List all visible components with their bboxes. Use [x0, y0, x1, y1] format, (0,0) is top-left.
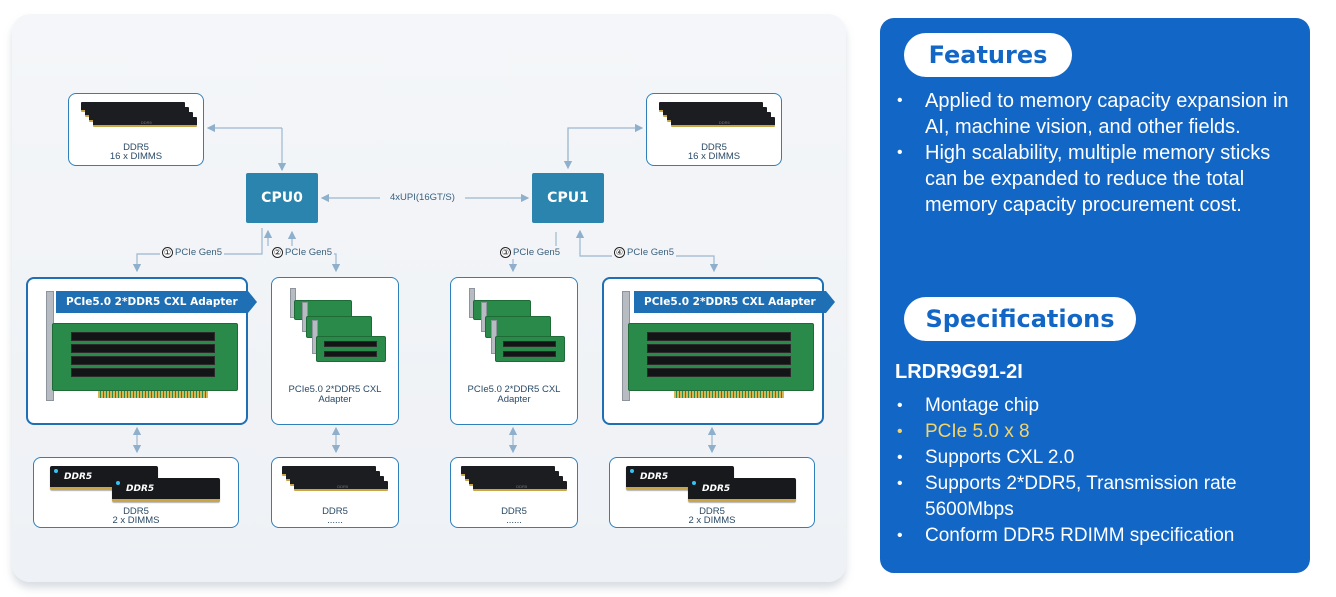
ddr-box-bottom-2: DDR5 DDR5 ...... — [271, 457, 399, 528]
ddr-caption-line1: DDR5 — [501, 506, 527, 517]
spec-item: •Conform DDR5 RDIMM specification — [897, 525, 1235, 546]
ddr-caption-line1: DDR5 — [322, 506, 348, 517]
ddr-box-top-right: DDR5 DDR5 16 x DIMMS — [646, 93, 782, 166]
adapter-tag-left: PCIe5.0 2*DDR5 CXL Adapter — [56, 291, 257, 313]
ddr-caption-line2: ...... — [506, 515, 522, 526]
feature-item: •Applied to memory capacity expansion in… — [897, 90, 1289, 138]
spec-item: •Supports CXL 2.0 — [897, 447, 1075, 468]
adapter-caption: PCIe5.0 2*DDR5 CXL Adapter — [467, 384, 561, 405]
ddr-caption-line1: DDR5 — [123, 142, 149, 153]
features-list: •Applied to memory capacity expansion in… — [895, 88, 1295, 218]
spec-item: •Montage chip — [897, 395, 1040, 416]
feature-item: •High scalability, multiple memory stick… — [897, 142, 1271, 216]
cpu0-block: CPU0 — [246, 173, 318, 223]
ddr-caption-line1: DDR5 — [701, 142, 727, 153]
model-number: LRDR9G91-2I — [895, 361, 1023, 383]
ddr-caption-line2: 2 x DIMMS — [112, 515, 160, 526]
ddr-caption-line2: 16 x DIMMS — [687, 151, 741, 162]
ddr-box-top-left: DDR5 DDR5 16 x DIMMS — [68, 93, 204, 166]
cxl-adapter-box-3: PCIe5.0 2*DDR5 CXL Adapter — [450, 277, 578, 425]
link-ddr-cpu1 — [567, 123, 644, 165]
ddr-box-bottom-4: DDR5 DDR5 DDR5 2 x DIMMS — [609, 457, 815, 528]
ddr-caption-line1: DDR5 — [123, 506, 149, 517]
ddr-caption-line1: DDR5 — [699, 506, 725, 517]
specifications-heading: Specifications — [904, 297, 1136, 341]
ddr-caption-line2: 2 x DIMMS — [688, 515, 736, 526]
features-heading: Features — [904, 33, 1072, 77]
cpu1-block: CPU1 — [532, 173, 604, 223]
spec-item: •PCIe 5.0 x 8 — [897, 421, 1030, 442]
ddr-box-bottom-1: DDR5 DDR5 DDR5 2 x DIMMS — [33, 457, 239, 528]
ddr-caption-line2: ...... — [327, 515, 343, 526]
adapter-tag-right: PCIe5.0 2*DDR5 CXL Adapter — [634, 291, 835, 313]
ddr-box-bottom-3: DDR5 DDR5 ...... — [450, 457, 578, 528]
features-panel — [880, 18, 1310, 573]
specifications-list: •Montage chip •PCIe 5.0 x 8 •Supports CX… — [895, 393, 1315, 549]
ddr-caption-line2: 16 x DIMMS — [109, 151, 163, 162]
spec-item: •Supports 2*DDR5, Transmission rate 5600… — [897, 473, 1237, 520]
upi-label: 4xUPI(16GT/S) — [388, 192, 457, 204]
adapter-caption: PCIe5.0 2*DDR5 CXL Adapter — [288, 384, 382, 405]
cxl-adapter-box-2: PCIe5.0 2*DDR5 CXL Adapter — [271, 277, 399, 425]
